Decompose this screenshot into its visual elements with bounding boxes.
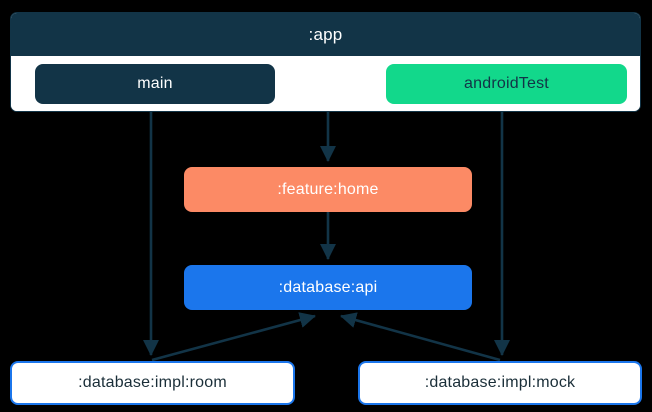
edge-room-to-database-api <box>151 312 316 362</box>
module-node-feature-home[interactable]: :feature:home <box>184 167 472 212</box>
source-set-main[interactable]: main <box>35 64 275 104</box>
module-container-app-body: main androidTest <box>11 56 640 111</box>
source-set-androidtest[interactable]: androidTest <box>386 64 627 104</box>
module-node-database-api[interactable]: :database:api <box>184 265 472 310</box>
module-container-app-title: :app <box>11 13 640 56</box>
module-container-app[interactable]: :app main androidTest <box>10 12 641 112</box>
edge-mock-to-database-api <box>340 312 501 362</box>
module-node-database-impl-room[interactable]: :database:impl:room <box>10 361 295 405</box>
module-node-database-impl-mock[interactable]: :database:impl:mock <box>358 361 642 405</box>
